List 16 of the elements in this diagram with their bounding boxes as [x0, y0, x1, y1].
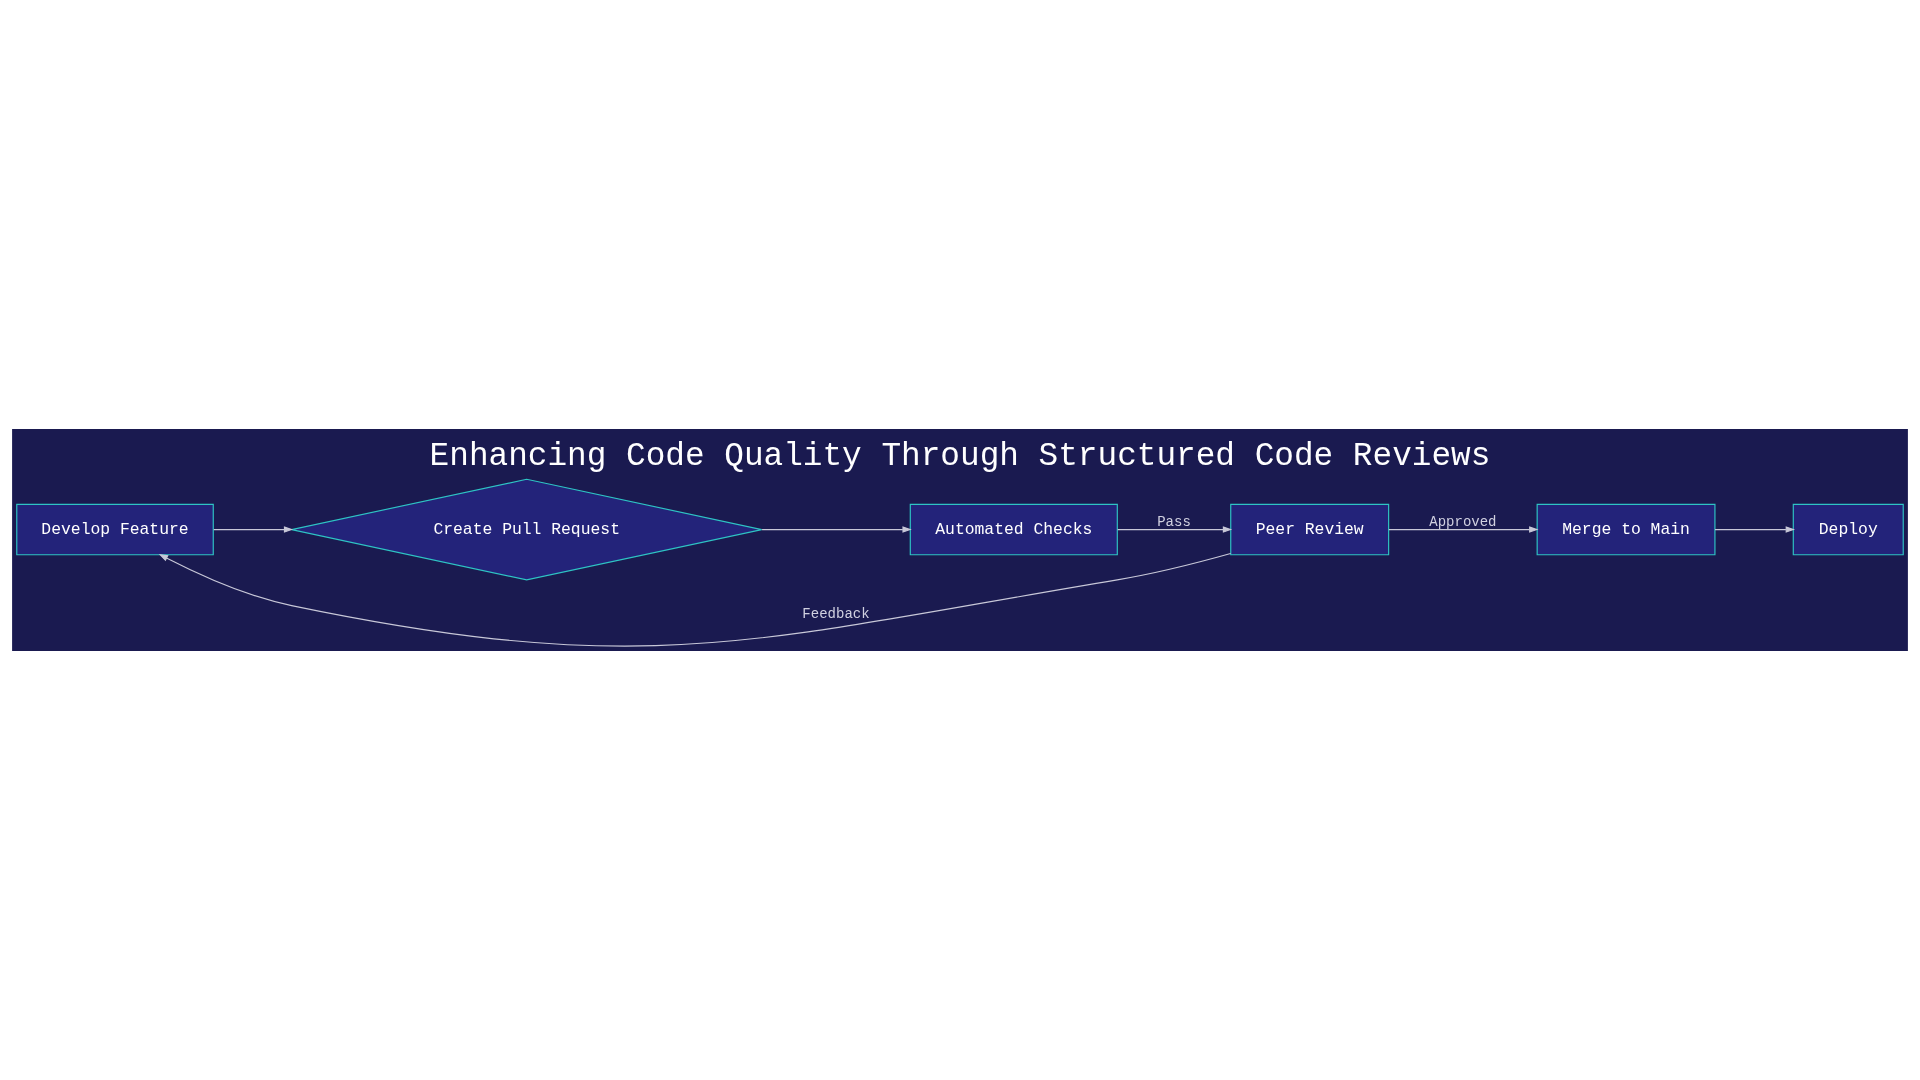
node-box: Deploy — [1792, 503, 1904, 556]
node-box: Develop Feature — [16, 503, 214, 556]
arrow — [1388, 526, 1539, 533]
arrow — [1714, 526, 1795, 533]
arrow — [761, 526, 912, 533]
node-diamond: Create Pull Request — [291, 478, 763, 581]
edge-label: Feedback — [802, 606, 870, 622]
arrow — [158, 552, 1232, 647]
edge-label: Approved — [1429, 513, 1497, 530]
node-box: Peer Review — [1230, 503, 1390, 556]
node-box: Automated Checks — [909, 503, 1118, 556]
arrow — [1117, 526, 1233, 533]
node-box: Merge to Main — [1536, 503, 1716, 556]
diagram-title: Enhancing Code Quality Through Structured Code Reviews — [429, 437, 1491, 475]
edge-label: Pass — [1157, 513, 1191, 530]
arrow — [213, 526, 294, 533]
